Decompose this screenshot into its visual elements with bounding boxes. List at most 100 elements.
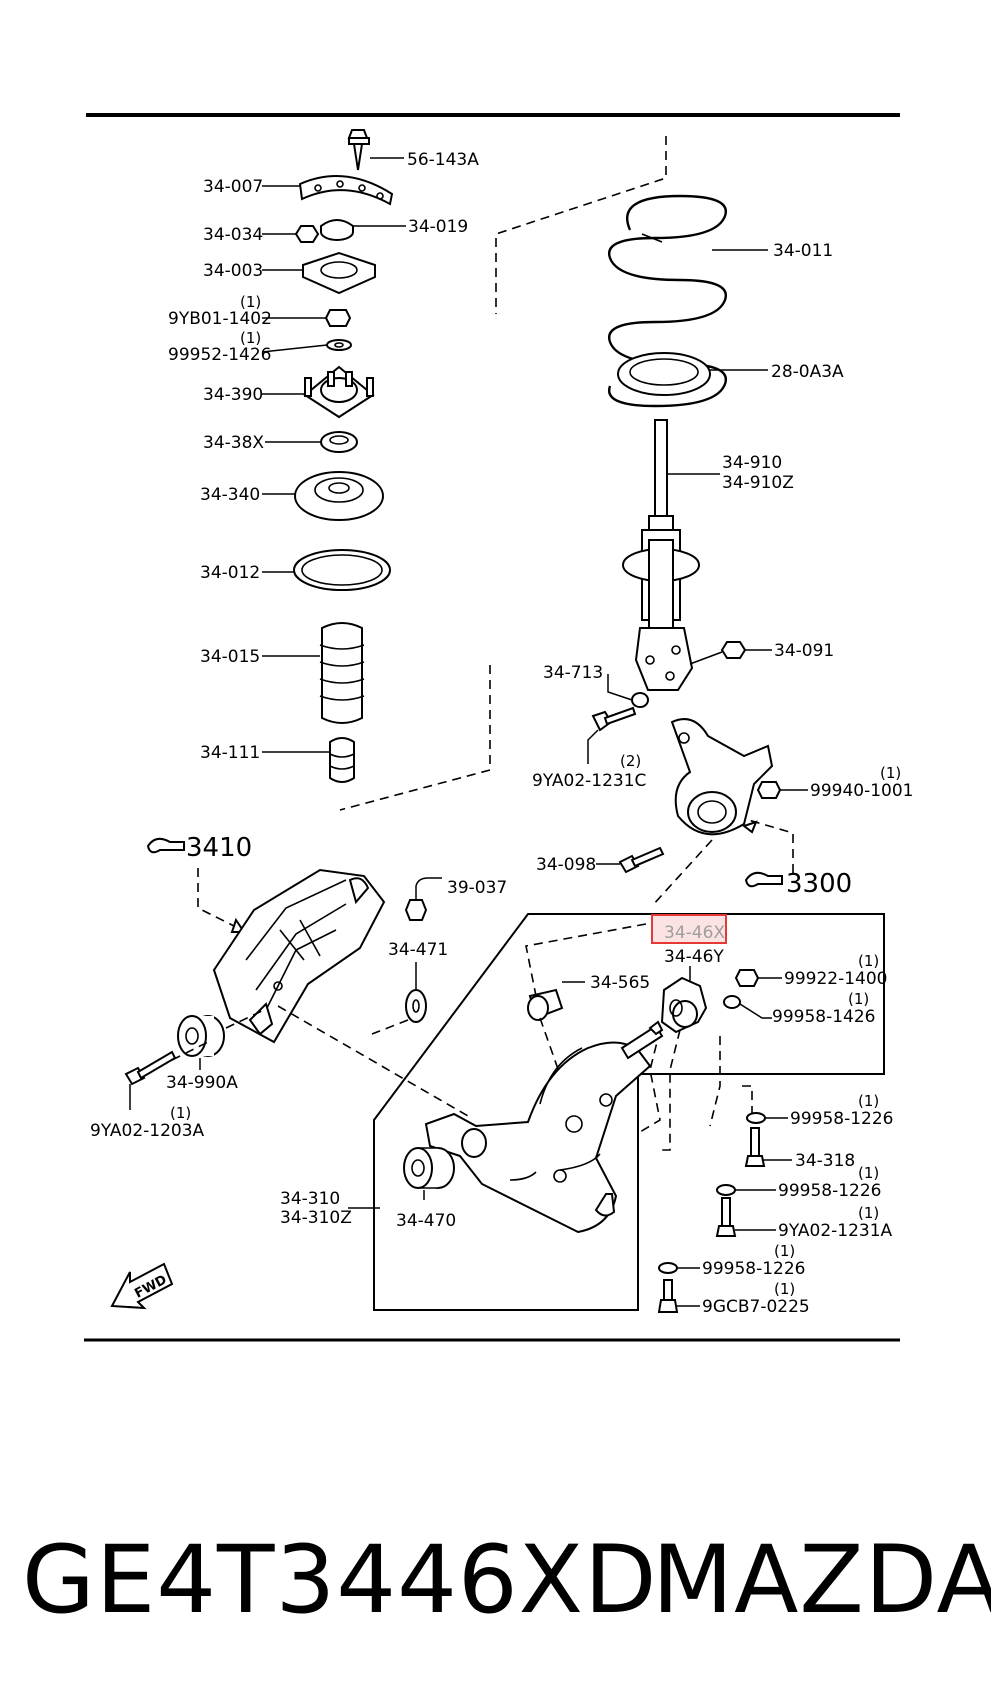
bearing-34-38X[interactable] (320, 431, 358, 453)
washer-99958-1426[interactable] (723, 995, 741, 1009)
bolt-9YA02-1231C[interactable] (591, 706, 637, 732)
cap-34-019[interactable] (320, 219, 354, 241)
strut-34-910[interactable] (622, 419, 700, 691)
svg-text:3410: 3410 (186, 833, 252, 863)
insulator-28-0A3A[interactable] (617, 352, 711, 396)
dash-box-4 (709, 1036, 721, 1127)
svg-text:(1): (1) (774, 1242, 795, 1260)
label-99958-1226-a: (1)99958-1226 (765, 1092, 893, 1129)
lead-34-091-to-strut (689, 651, 723, 665)
svg-text:(1): (1) (858, 1092, 879, 1110)
svg-text:34-340: 34-340 (200, 485, 260, 505)
svg-text:34-011: 34-011 (773, 241, 833, 261)
svg-text:(1): (1) (858, 1164, 879, 1182)
subframe-3410[interactable] (212, 868, 386, 1044)
label-9YA02-1231A: (1)9YA02-1231A (735, 1204, 893, 1241)
label-34-713: 34-713 (543, 663, 633, 701)
washer-99958-1226-a[interactable] (746, 1112, 766, 1124)
label-9YB01-1402: (1)9YB01-1402 (168, 293, 326, 329)
label-34-470: 34-470 (396, 1190, 456, 1231)
insulator-34-012[interactable] (293, 549, 391, 591)
svg-text:99922-1400: 99922-1400 (784, 969, 887, 989)
label-34-098: 34-098 (536, 855, 620, 875)
nut-99922-1400[interactable] (734, 969, 760, 987)
svg-text:3300: 3300 (786, 869, 852, 899)
bolt-9YA02-1231A[interactable] (715, 1197, 737, 1237)
mount-34-390[interactable] (303, 365, 375, 419)
svg-text:9YA02-1231A: 9YA02-1231A (778, 1221, 893, 1241)
clip-56-143A[interactable] (347, 129, 370, 171)
bolt-9GCB7-0225[interactable] (657, 1279, 679, 1313)
plate-34-003[interactable] (302, 251, 376, 295)
nut-9YB01-1402[interactable] (324, 309, 352, 327)
bolt-34-098[interactable] (618, 846, 665, 874)
svg-text:(1): (1) (848, 990, 869, 1008)
label-99958-1226-c: (1)99958-1226 (677, 1242, 805, 1279)
washer-99958-1226-c[interactable] (658, 1262, 678, 1274)
dash-subframe-to-arm (277, 1005, 469, 1117)
label-99958-1226-b: (1)99958-1226 (735, 1164, 881, 1201)
nut-34-034[interactable] (294, 225, 320, 243)
boot-34-015[interactable] (319, 622, 365, 724)
bumper-34-111[interactable] (329, 737, 355, 783)
label-56-143A: 56-143A (370, 150, 479, 170)
label-28-0A3A: 28-0A3A (710, 362, 844, 382)
nut-39-037[interactable] (404, 899, 428, 921)
svg-text:99958-1226: 99958-1226 (790, 1109, 893, 1129)
label-34-007: 34-007 (203, 177, 300, 197)
svg-text:34-713: 34-713 (543, 663, 603, 683)
svg-text:34-310: 34-310 (280, 1189, 340, 1209)
dash-lower (339, 665, 491, 811)
dash-washer-line (371, 1019, 409, 1035)
label-99952-1426: (1)99952-1426 (168, 329, 328, 365)
bolt-34-318[interactable] (744, 1127, 766, 1167)
svg-text:34-910: 34-910 (722, 453, 782, 473)
washer-99958-1226-b[interactable] (716, 1184, 736, 1196)
label-34-471: 34-471 (388, 940, 448, 990)
svg-text:(1): (1) (880, 764, 901, 782)
lower-arm-34-310[interactable] (424, 1020, 664, 1234)
dash-box-3 (658, 1029, 681, 1151)
svg-text:34-565: 34-565 (590, 973, 650, 993)
nut-99940-1001[interactable] (756, 781, 782, 799)
svg-text:28-0A3A: 28-0A3A (771, 362, 844, 382)
svg-text:56-143A: 56-143A (407, 150, 479, 170)
plate-34-007[interactable] (298, 175, 394, 206)
svg-text:34-38X: 34-38X (203, 433, 264, 453)
svg-text:34-111: 34-111 (200, 743, 260, 763)
washer-99952-1426[interactable] (326, 339, 352, 351)
bushing-34-470[interactable] (403, 1147, 455, 1189)
label-34-46X[interactable]: 34-46X (664, 923, 725, 943)
highlight-34-46X (651, 914, 727, 944)
label-34-38X: 34-38X (203, 433, 321, 453)
label-34-011: 34-011 (712, 241, 833, 261)
bushing-34-565[interactable] (527, 988, 564, 1021)
ref-3410[interactable]: 3410 (146, 833, 252, 933)
caption-brand: MAZDA (652, 1526, 991, 1635)
svg-text:9YA02-1231C: 9YA02-1231C (532, 771, 646, 791)
washer-34-713[interactable] (631, 692, 649, 708)
dash-subframe-bolt (171, 1009, 265, 1061)
seat-34-340[interactable] (294, 471, 384, 521)
ref-3300[interactable]: 3300 (741, 818, 852, 899)
label-34-111: 34-111 (200, 743, 330, 763)
fwd-arrow-icon: FWD (110, 1262, 174, 1310)
spring-34-011[interactable] (607, 194, 728, 408)
svg-text:(1): (1) (774, 1280, 795, 1298)
bushing-34-990A[interactable] (177, 1015, 225, 1057)
knuckle-3300[interactable] (670, 718, 774, 836)
dash-box-2 (639, 1029, 661, 1133)
washer-34-471[interactable] (405, 989, 427, 1023)
label-34-034: 34-034 (203, 225, 296, 245)
svg-text:(1): (1) (240, 293, 261, 311)
label-34-012: 34-012 (200, 563, 294, 583)
dash-box-5 (742, 1085, 753, 1118)
svg-text:9YB01-1402: 9YB01-1402 (168, 309, 272, 329)
svg-text:(2): (2) (620, 752, 641, 770)
bushing-34-46Y[interactable] (660, 976, 708, 1034)
nut-34-091[interactable] (720, 641, 747, 659)
label-34-990A: 34-990A (166, 1058, 238, 1093)
svg-text:34-098: 34-098 (536, 855, 596, 875)
